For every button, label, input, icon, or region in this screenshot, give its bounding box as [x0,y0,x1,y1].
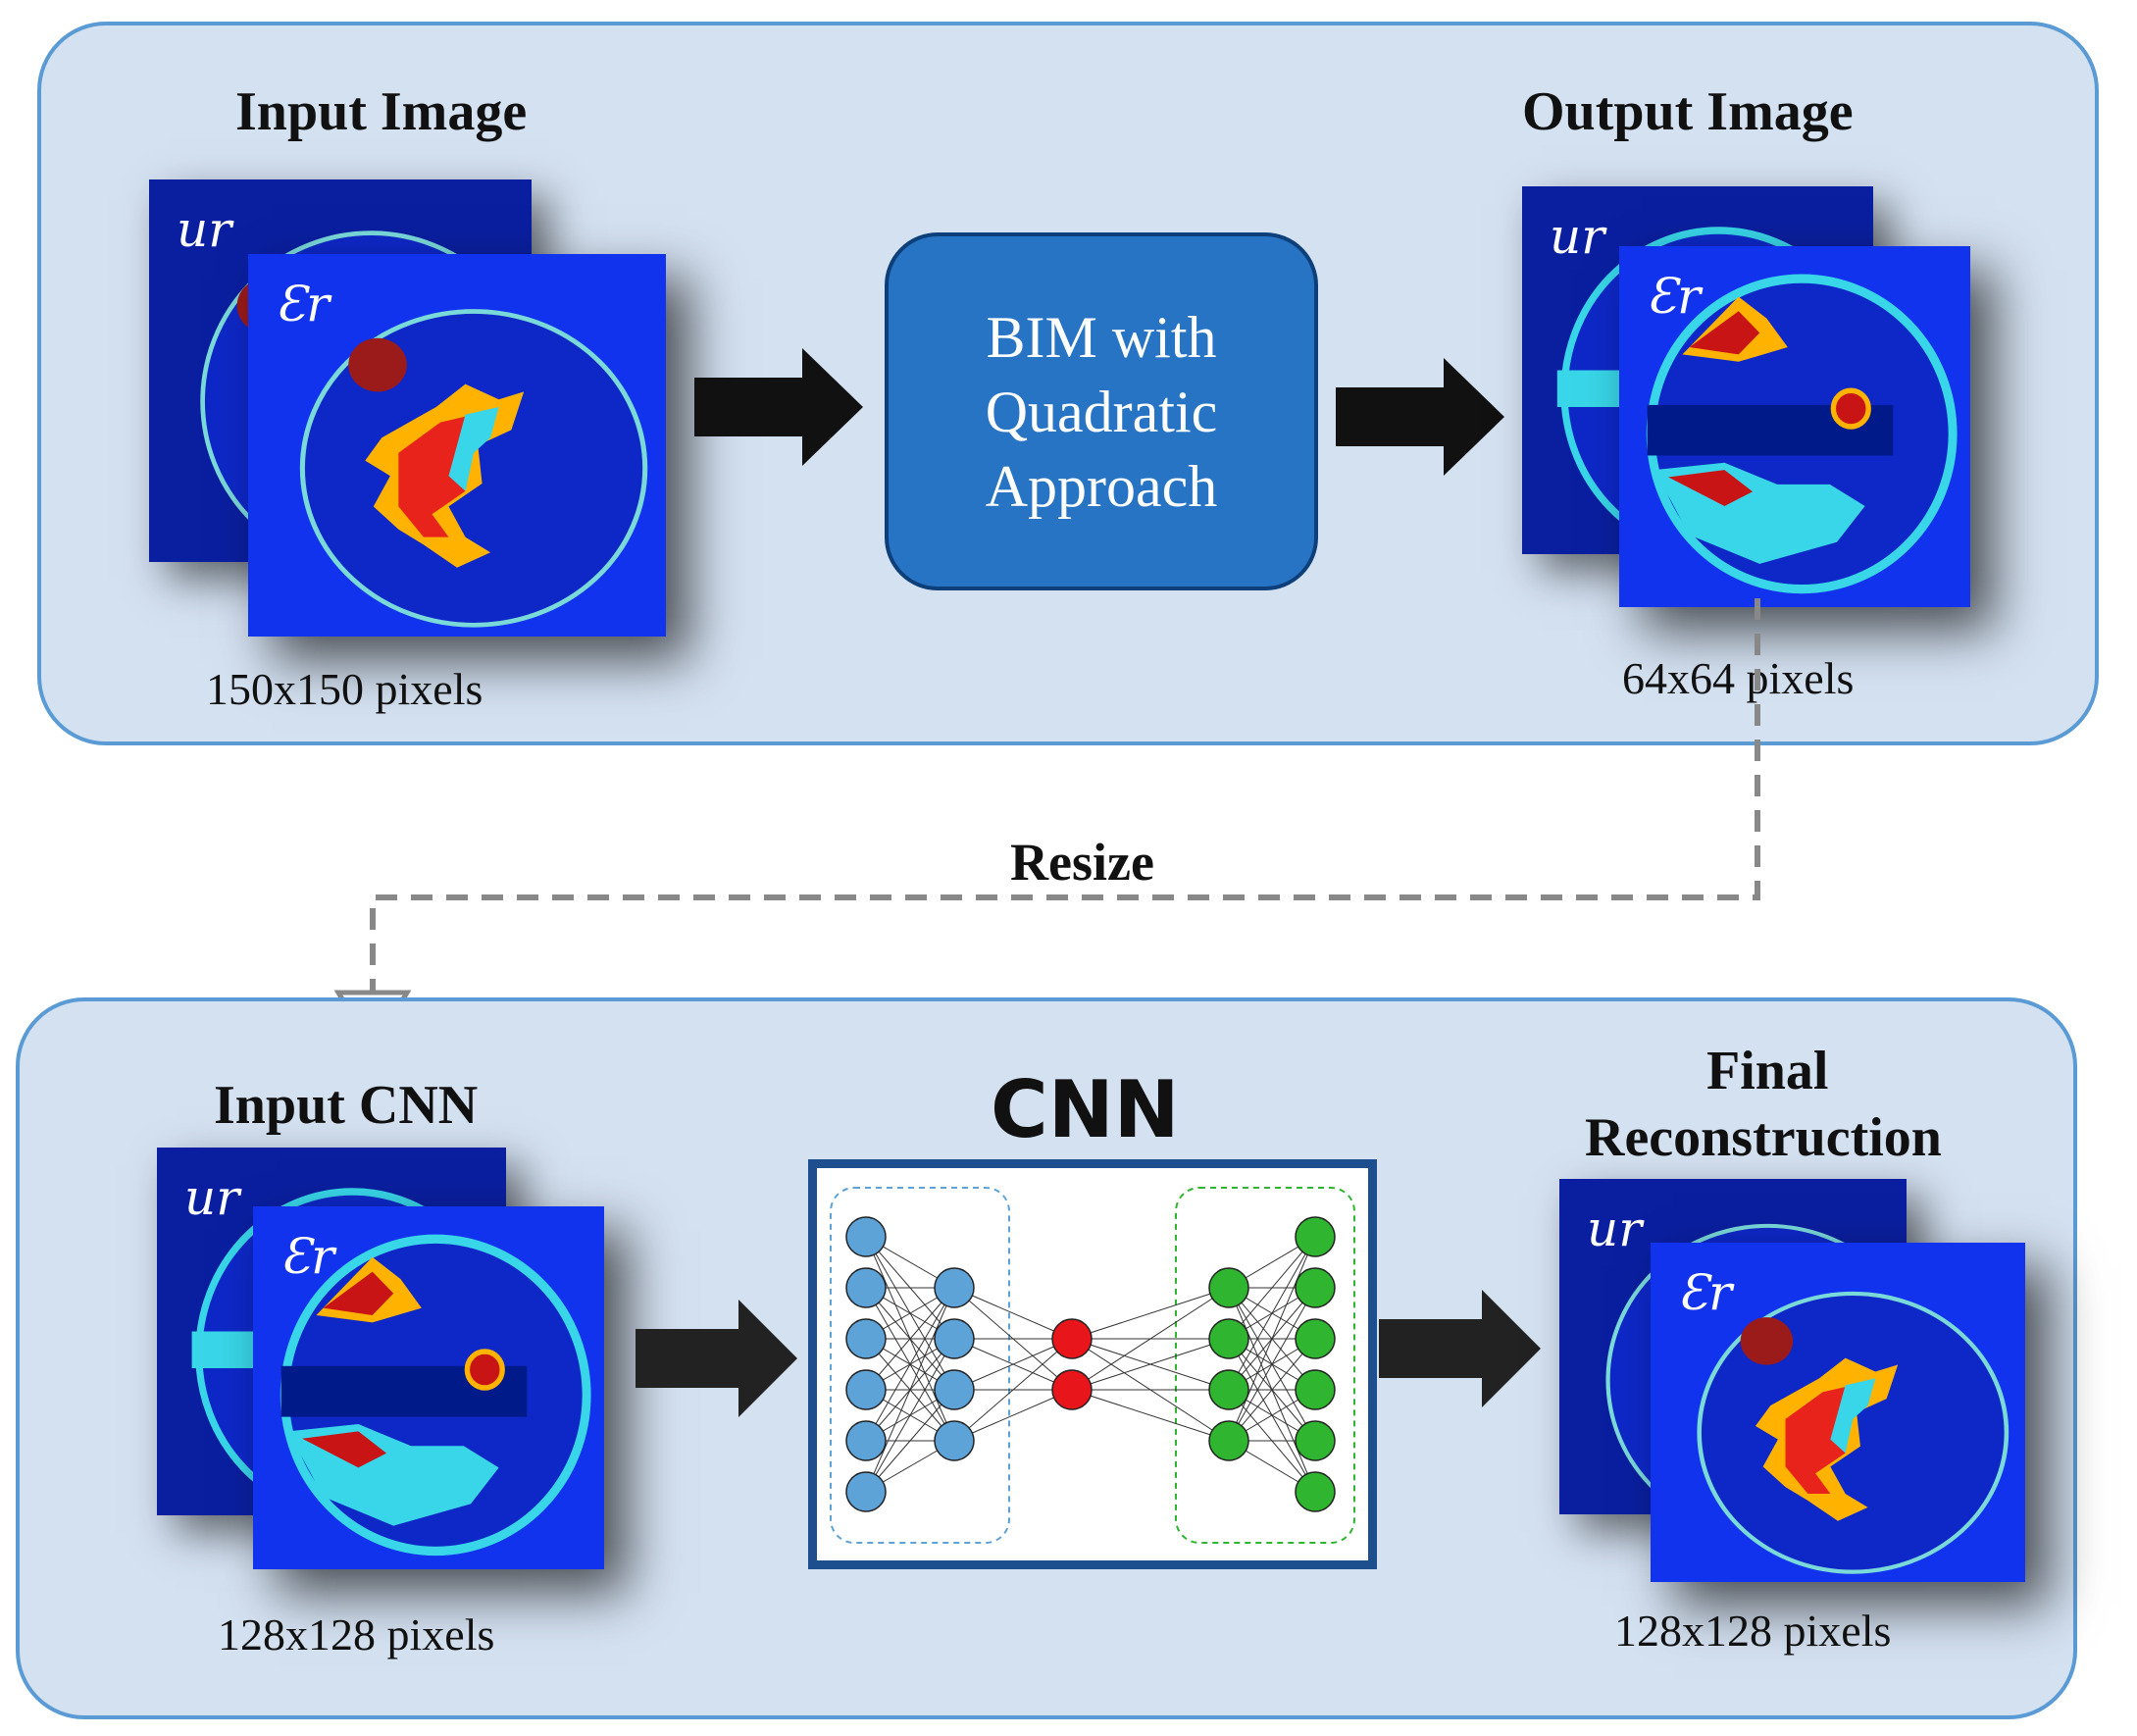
arrow-right-icon [694,348,863,466]
network-edge [865,1338,955,1493]
final-title-line-1: Final [1706,1041,1829,1101]
network-node [1208,1420,1249,1461]
network-node [1295,1318,1336,1359]
network-node [934,1267,975,1308]
eps-symbol: Ɛr [1647,268,1702,325]
network-edge [1228,1287,1316,1442]
network-node [1295,1369,1336,1410]
network-node [1208,1369,1249,1410]
input-cnn-eps: Ɛr [253,1206,604,1569]
resize-label: Resize [1010,833,1154,892]
bim-quadratic-box: BIM with Quadratic Approach [885,232,1318,590]
input-image-caption: 150x150 pixels [206,664,483,714]
cnn-title: CNN [991,1064,1180,1155]
mu-symbol: ur [1587,1200,1643,1257]
network-node [1208,1318,1249,1359]
arrow-right-icon [1379,1290,1541,1407]
network-node [845,1369,887,1410]
network-node [1295,1420,1336,1461]
network-node [845,1318,887,1359]
network-node [1295,1471,1336,1512]
network-edge [953,1389,1073,1442]
network-edge [865,1287,955,1442]
network-edge [1228,1236,1316,1391]
network-node [934,1420,975,1461]
process-line-3: Approach [985,453,1218,519]
network-edge [1228,1236,1316,1340]
output-image-title: Output Image [1522,81,1854,142]
network-node [1295,1216,1336,1257]
input-image-eps: Ɛr [248,254,666,637]
final-reconstruction-eps: Ɛr [1651,1243,2025,1582]
network-node [1295,1267,1336,1308]
network-edge [953,1287,1073,1340]
network-node [1051,1318,1093,1359]
output-image-caption: 64x64 pixels [1622,653,1855,703]
network-edge [1071,1287,1230,1391]
network-edge [1071,1389,1230,1442]
arrow-right-icon [636,1300,797,1417]
mu-symbol: ur [177,201,232,258]
eps-symbol: Ɛr [276,276,331,332]
eps-symbol: Ɛr [1678,1264,1733,1321]
mu-symbol: ur [1550,208,1605,265]
network-node [1208,1267,1249,1308]
network-edge [953,1338,1073,1442]
arrow-right-icon [1336,358,1504,476]
final-title-line-2: Reconstruction [1585,1107,1942,1168]
final-reconstruction-caption: 128x128 pixels [1614,1606,1892,1656]
network-edge [865,1287,955,1493]
process-line-1: BIM with [986,304,1217,370]
cnn-network-diagram [808,1159,1377,1569]
network-edge [865,1389,955,1493]
eps-symbol: Ɛr [280,1228,335,1285]
network-node [845,1471,887,1512]
network-edge [1228,1338,1316,1442]
input-cnn-title: Input CNN [214,1075,479,1136]
network-node [934,1318,975,1359]
neural-network-graphic [830,1187,1355,1544]
process-line-2: Quadratic [985,379,1218,444]
mu-symbol: ur [184,1169,240,1226]
network-node [1051,1369,1093,1410]
network-node [845,1420,887,1461]
network-node [845,1216,887,1257]
network-edge [1071,1287,1230,1340]
network-edge [1071,1338,1230,1391]
output-image-eps: Ɛr [1619,246,1970,607]
network-node [934,1369,975,1410]
network-edge [1228,1236,1316,1442]
input-image-title: Input Image [235,81,528,142]
input-cnn-caption: 128x128 pixels [218,1609,495,1659]
network-node [845,1267,887,1308]
network-edge [865,1287,955,1391]
network-edge [953,1338,1073,1391]
